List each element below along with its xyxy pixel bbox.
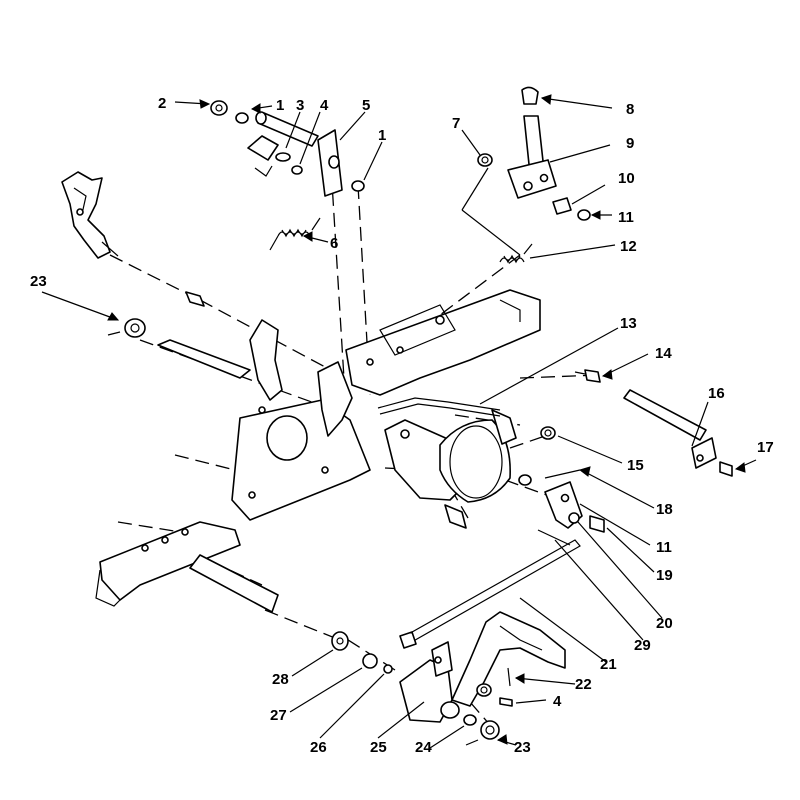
callout-2: 2 — [158, 95, 166, 112]
washer-15 — [540, 426, 556, 440]
callout-16: 16 — [708, 385, 725, 402]
callout-3: 3 — [296, 97, 304, 114]
callout-12: 12 — [620, 238, 637, 255]
long-rod — [399, 539, 581, 649]
callout-labels: 2 1 3 4 5 1 6 7 8 9 10 11 12 23 13 14 16… — [30, 95, 774, 756]
callout-1: 1 — [378, 127, 386, 144]
callout-23: 23 — [30, 273, 47, 290]
parking-brake-lever — [461, 86, 591, 256]
clutch-pedal — [399, 611, 566, 726]
callout-15: 15 — [627, 457, 644, 474]
callout-5: 5 — [362, 97, 370, 114]
callout-9: 9 — [626, 135, 634, 152]
callout-19: 19 — [656, 567, 673, 584]
callout-18: 18 — [656, 501, 673, 518]
callout-13: 13 — [620, 315, 637, 332]
lower-hardware — [465, 667, 513, 746]
lower-shaft — [189, 554, 393, 674]
callout-29: 29 — [634, 637, 651, 654]
callout-4: 4 — [553, 693, 562, 710]
leader-lines — [41, 97, 757, 749]
callout-11: 11 — [618, 209, 634, 226]
callout-23: 23 — [514, 739, 531, 756]
callout-25: 25 — [370, 739, 387, 756]
tractor-frame — [95, 289, 541, 607]
callout-20: 20 — [656, 615, 673, 632]
callout-6: 6 — [330, 235, 338, 252]
callout-10: 10 — [618, 170, 635, 187]
callout-24: 24 — [415, 739, 432, 756]
callout-28: 28 — [272, 671, 289, 688]
callout-17: 17 — [757, 439, 774, 456]
bearing-upper — [107, 318, 146, 338]
callout-11: 11 — [656, 539, 672, 556]
callout-27: 27 — [270, 707, 287, 724]
callout-22: 22 — [575, 676, 592, 693]
bolt-14 — [574, 369, 601, 383]
brake-linkage — [518, 469, 605, 546]
callout-4: 4 — [320, 97, 329, 114]
callout-8: 8 — [626, 101, 634, 118]
brake-cross-shaft — [210, 100, 365, 197]
callout-26: 26 — [310, 739, 327, 756]
pivot-rod — [623, 389, 733, 477]
callout-14: 14 — [655, 345, 672, 362]
spring-right — [499, 243, 533, 264]
brake-pedal-upper — [61, 171, 119, 259]
callout-21: 21 — [600, 656, 617, 673]
brake-rod — [377, 397, 501, 417]
leader-arrowheads — [107, 94, 746, 745]
callout-7: 7 — [452, 115, 460, 132]
callout-1: 1 — [276, 97, 284, 114]
spring-left — [269, 217, 321, 251]
